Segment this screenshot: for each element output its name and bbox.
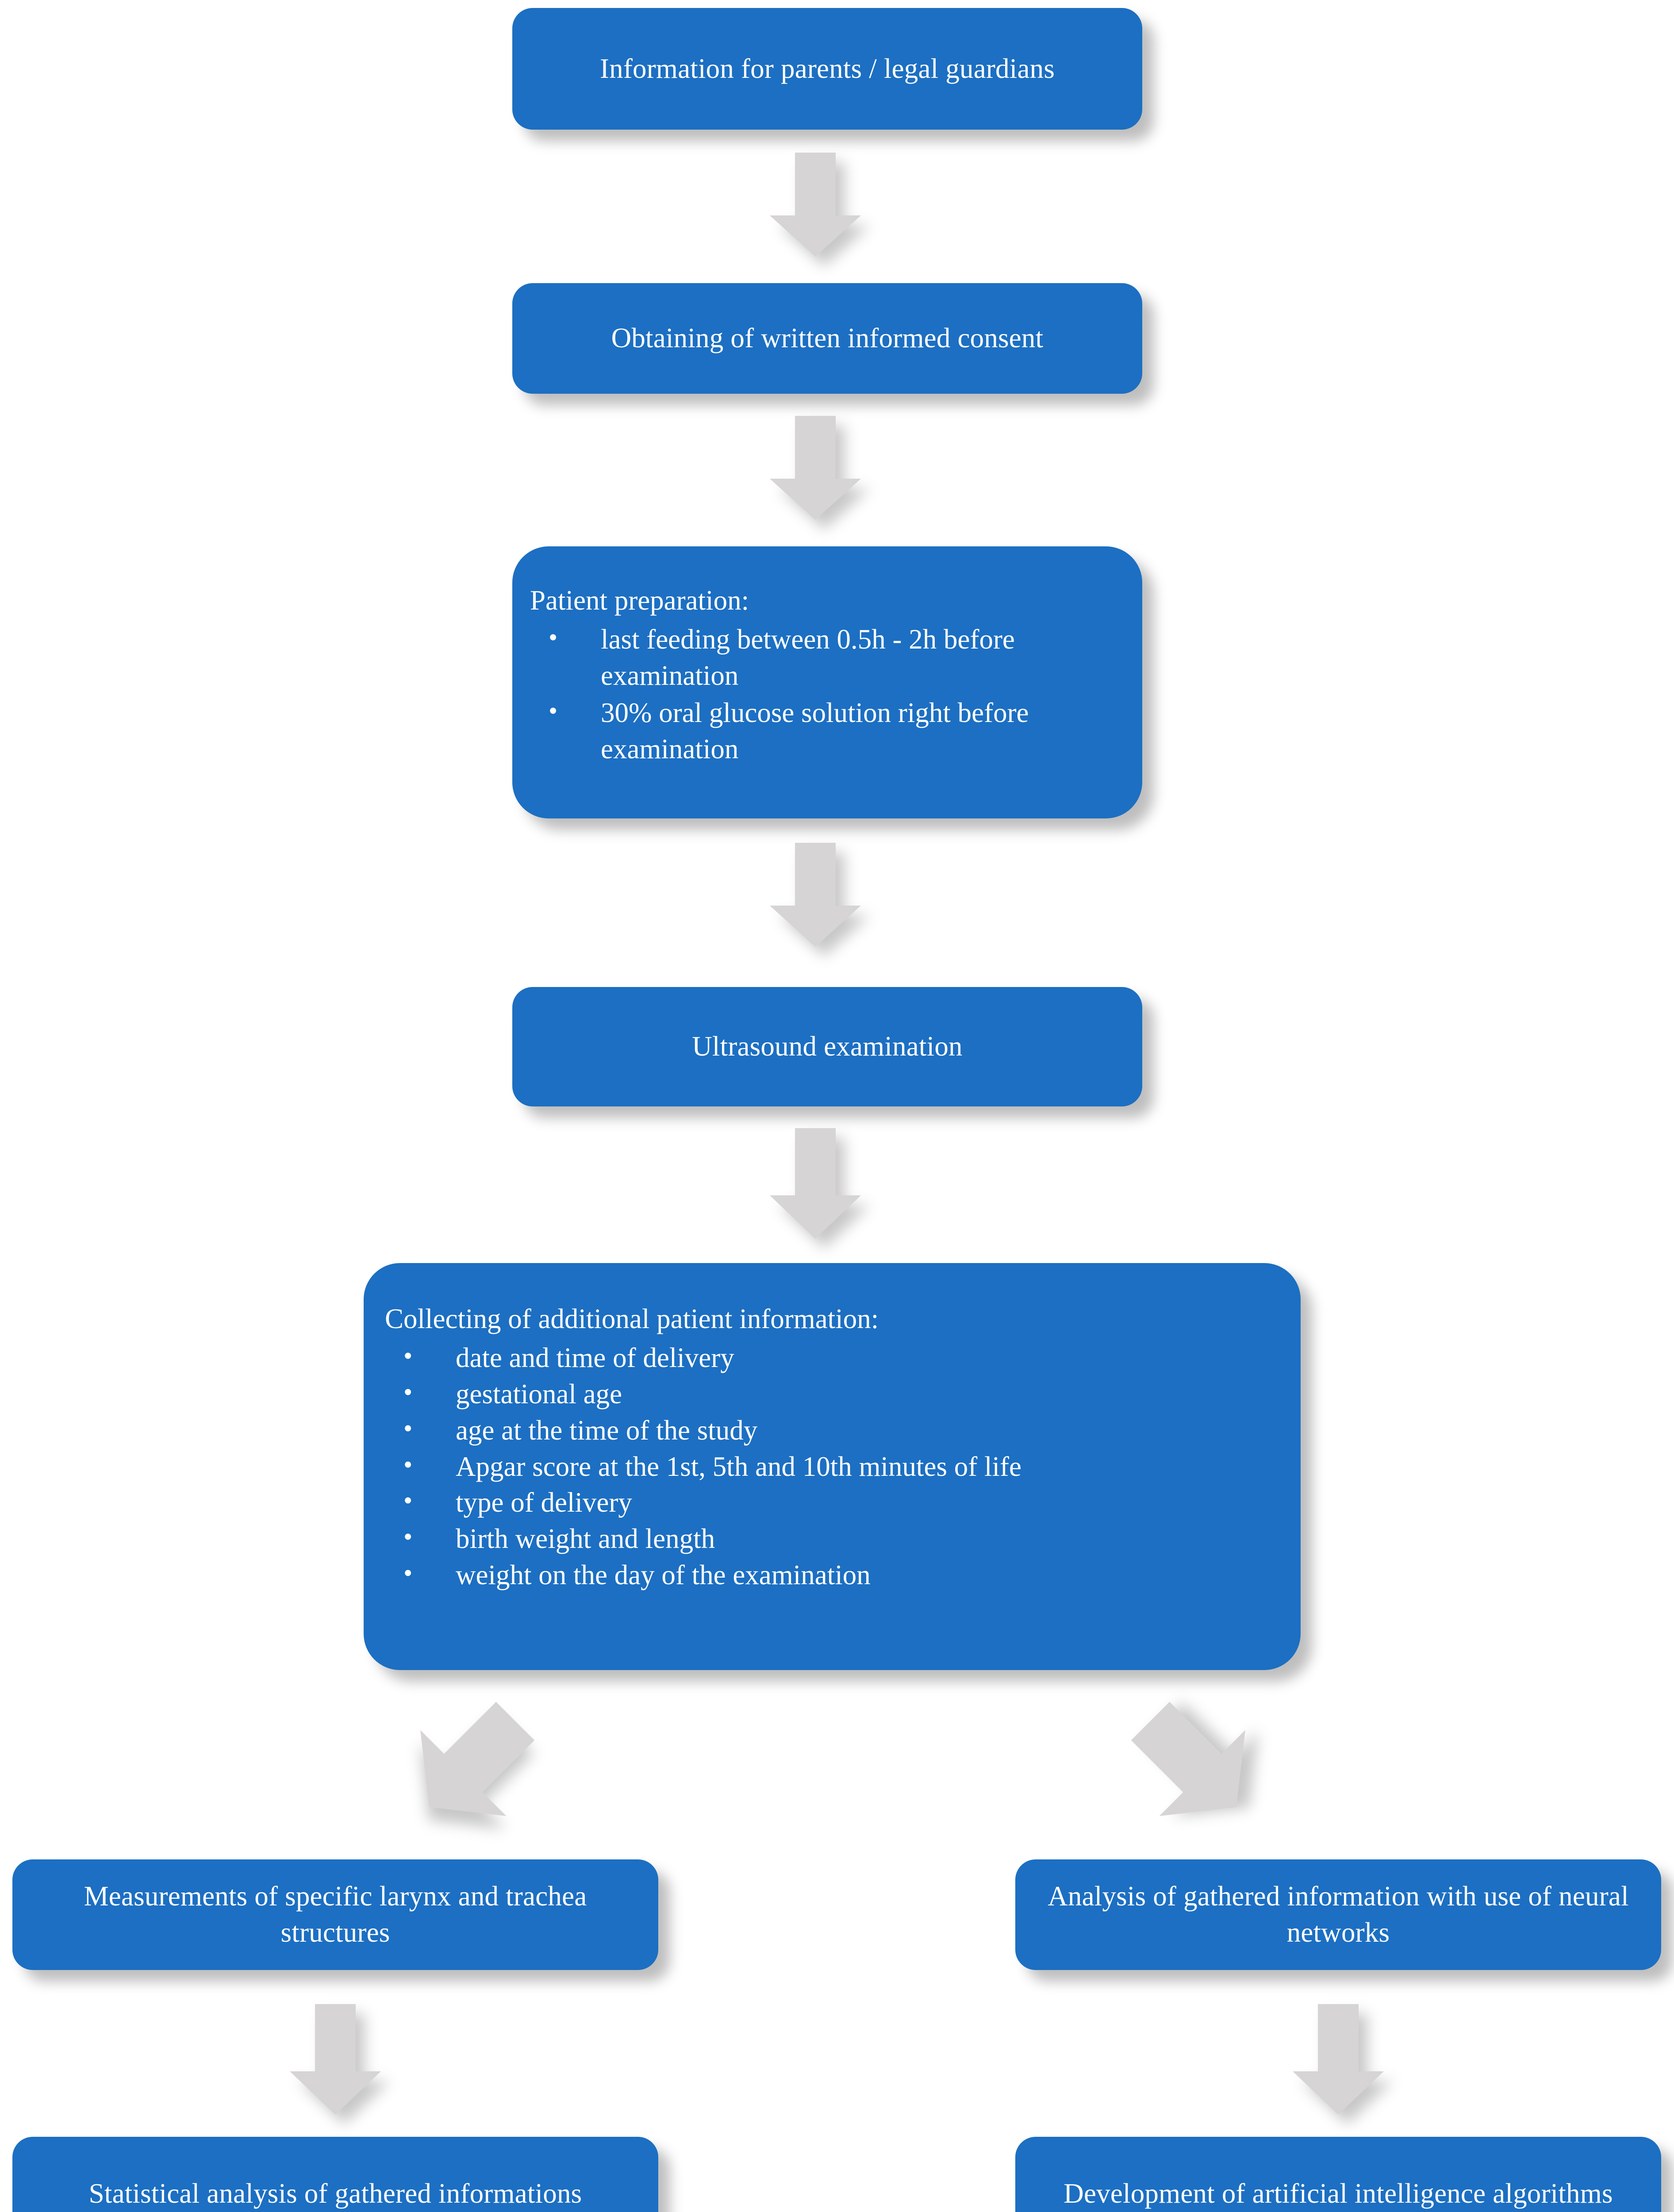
node-collecting-information-heading: Collecting of additional patient informa… (385, 1303, 879, 1334)
arrow-down-glyph (770, 416, 861, 520)
list-item: age at the time of the study (385, 1412, 1279, 1449)
arrow-down-left-glyph (420, 1701, 535, 1816)
node-patient-preparation[interactable]: Patient preparation: last feeding betwee… (512, 546, 1142, 818)
node-ai-algorithms-label: Development of artificial intelligence a… (1064, 2178, 1613, 2209)
node-info-parents[interactable]: Information for parents / legal guardian… (512, 8, 1142, 130)
node-informed-consent[interactable]: Obtaining of written informed consent (512, 283, 1142, 394)
arrow-down-right-icon-e6 (1107, 1678, 1279, 1850)
arrow-down-glyph (770, 153, 861, 257)
node-ai-algorithms[interactable]: Development of artificial intelligence a… (1015, 2137, 1661, 2212)
node-informed-consent-label: Obtaining of written informed consent (611, 323, 1044, 354)
list-item: weight on the day of the examination (385, 1556, 1279, 1594)
patient-preparation-bullet-list: last feeding between 0.5h - 2h before ex… (530, 621, 1125, 768)
list-item: gestational age (385, 1375, 1279, 1413)
arrow-down-icon-e2 (770, 416, 861, 520)
list-item: Apgar score at the 1st, 5th and 10th min… (385, 1448, 1279, 1485)
node-patient-preparation-heading: Patient preparation: (530, 585, 749, 616)
list-item: 30% oral glucose solution right before e… (530, 694, 1125, 768)
arrow-down-icon-e8 (1293, 2004, 1384, 2115)
node-statistical-analysis[interactable]: Statistical analysis of gathered informa… (12, 2137, 658, 2212)
node-statistical-analysis-label: Statistical analysis of gathered informa… (88, 2178, 582, 2209)
list-item: birth weight and length (385, 1520, 1279, 1557)
node-collecting-information[interactable]: Collecting of additional patient informa… (364, 1263, 1301, 1670)
arrow-down-icon-e1 (770, 153, 861, 257)
list-item: date and time of delivery (385, 1339, 1279, 1376)
arrow-down-right-glyph (1131, 1701, 1246, 1816)
node-measurements-label: Measurements of specific larynx and trac… (84, 1881, 587, 1948)
arrow-down-icon-e4 (770, 1128, 861, 1239)
arrow-down-glyph (290, 2004, 381, 2115)
node-ultrasound-examination[interactable]: Ultrasound examination (512, 987, 1142, 1106)
arrow-down-glyph (770, 1128, 861, 1239)
arrow-down-icon-e3 (770, 843, 861, 947)
list-item: type of delivery (385, 1484, 1279, 1521)
node-info-parents-label: Information for parents / legal guardian… (599, 53, 1055, 84)
node-measurements[interactable]: Measurements of specific larynx and trac… (12, 1859, 658, 1970)
collecting-information-bullet-list: date and time of delivery gestational ag… (385, 1339, 1279, 1594)
node-neural-networks-label: Analysis of gathered information with us… (1048, 1881, 1629, 1948)
arrow-down-icon-e7 (290, 2004, 381, 2115)
arrow-down-left-icon-e5 (386, 1678, 558, 1850)
node-neural-networks[interactable]: Analysis of gathered information with us… (1015, 1859, 1661, 1970)
arrow-down-glyph (770, 843, 861, 947)
node-ultrasound-examination-label: Ultrasound examination (692, 1031, 963, 1062)
arrow-down-glyph (1293, 2004, 1384, 2115)
list-item: last feeding between 0.5h - 2h before ex… (530, 621, 1125, 694)
